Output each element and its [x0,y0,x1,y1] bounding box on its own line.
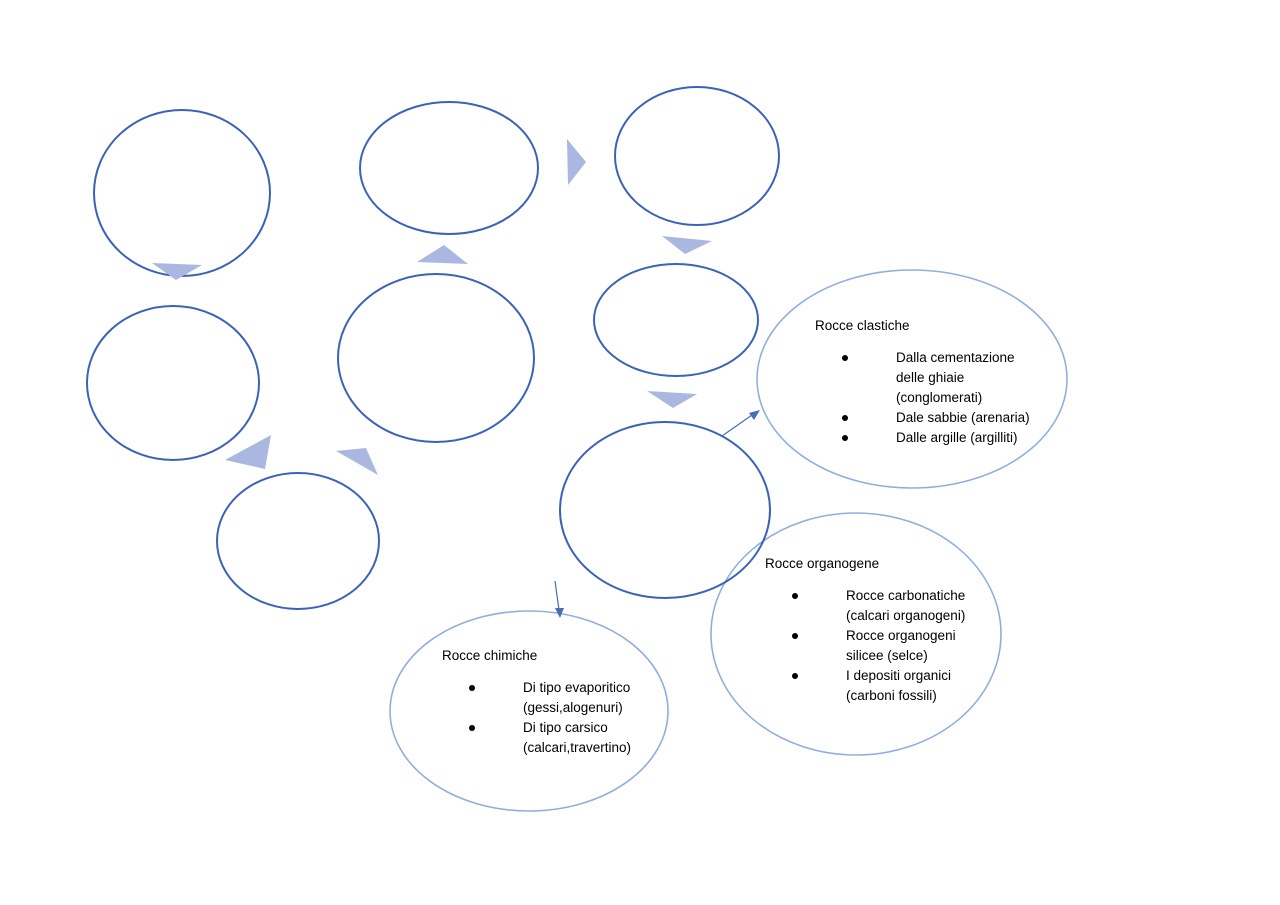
empty-circle-middle-left [86,305,260,461]
organogenic-bubble-outline [710,512,1002,756]
list-item: Di tipo carsico (calcari,travertino) [469,718,631,758]
flow-arrow-5 [567,139,586,185]
list-item: Rocce carbonatiche (calcari organogeni) [792,586,965,626]
organogenic-rocks-list: Rocce carbonatiche (calcari organogeni) … [792,586,965,706]
clastic-bubble-outline [756,269,1068,489]
connector-to-chemical [554,580,560,611]
connector-to-clastic-head [749,410,760,420]
flow-arrow-7 [647,391,697,408]
chemical-rocks-title: Rocce chimiche [442,648,538,663]
list-item: Dale sabbie (arenaria) [842,408,1030,428]
list-item: Dalle argille (argilliti) [842,428,1030,448]
list-item: Rocce organogeni silicee (selce) [792,626,965,666]
organogenic-rocks-title: Rocce organogene [765,556,880,571]
clastic-rocks-text: Rocce clastiche Dalla cementazione delle… [815,316,1030,448]
flow-arrow-4 [417,245,468,264]
chemical-bubble-outline [389,610,669,812]
empty-circle-top-center [359,101,539,235]
chemical-rocks-text: Rocce chimiche Di tipo evaporitico (gess… [442,646,631,758]
connector-to-chemical-head [555,608,564,618]
sedimentary-hub-circle [559,421,771,599]
empty-circle-middle-center [337,273,535,443]
empty-circle-bottom-left [216,472,380,610]
clastic-rocks-title: Rocce clastiche [815,318,910,333]
list-item: Di tipo evaporitico (gessi,alogenuri) [469,678,631,718]
organogenic-rocks-text: Rocce organogene Rocce carbonatiche (cal… [765,554,965,706]
flow-arrow-3 [336,448,378,475]
empty-circle-middle-right [593,263,759,377]
flow-arrow-2 [225,435,271,469]
chemical-rocks-list: Di tipo evaporitico (gessi,alogenuri) Di… [469,678,631,758]
list-item: I depositi organici (carboni fossili) [792,666,965,706]
clastic-rocks-list: Dalla cementazione delle ghiaie (conglom… [842,348,1030,448]
empty-circle-top-right [614,86,780,226]
flow-arrow-1 [152,263,202,280]
list-item: Dalla cementazione delle ghiaie (conglom… [842,348,1030,408]
empty-circle-top-left [93,109,271,277]
connector-to-clastic [721,414,753,437]
flow-arrow-6 [662,236,712,254]
